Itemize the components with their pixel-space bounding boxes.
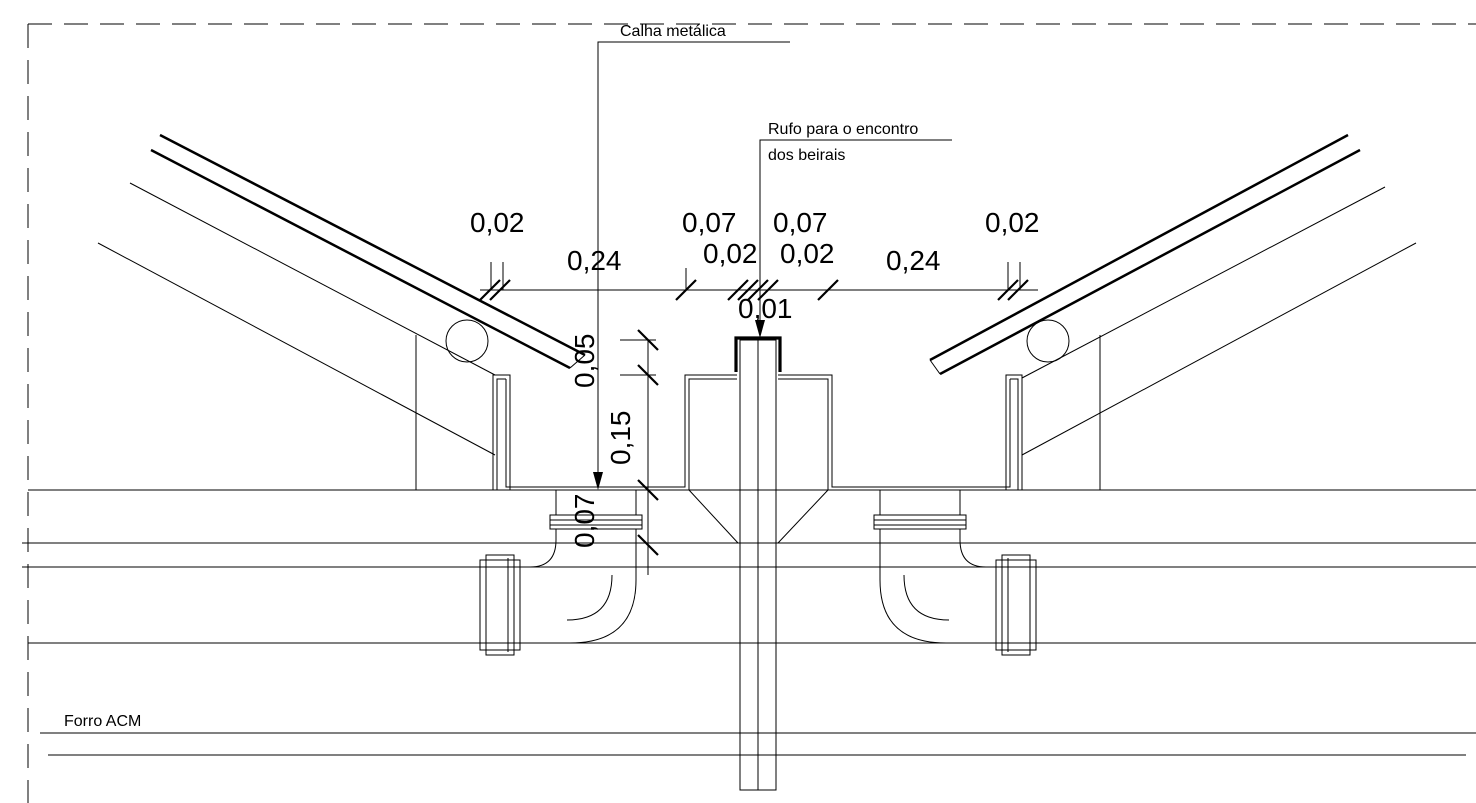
dim-vertical-007: 0,07	[569, 494, 600, 549]
dim-center-001: 0,01	[738, 293, 793, 324]
leader-rufo	[755, 139, 952, 338]
right-roof	[929, 133, 1417, 490]
dim-center-007-right: 0,07	[773, 207, 828, 238]
dim-center-002-left: 0,02	[703, 238, 758, 269]
forro-label: Forro ACM	[64, 713, 141, 730]
vertical-dimension-line	[620, 329, 659, 575]
horizontal-structure-lines	[22, 489, 1476, 756]
dim-center-007-left: 0,07	[682, 207, 737, 238]
dim-top-left-002: 0,02	[470, 207, 525, 238]
rufo-label-line2: dos beirais	[768, 147, 845, 164]
horizontal-dimension-line	[479, 262, 1038, 301]
dim-vertical-015: 0,15	[605, 411, 636, 466]
dim-top-right-002: 0,02	[985, 207, 1040, 238]
dim-right-024: 0,24	[886, 245, 941, 276]
dim-vertical-005: 0,05	[569, 334, 600, 389]
right-drain-pipe	[873, 489, 1037, 656]
central-post-and-flashing	[734, 336, 782, 791]
right-gutter	[777, 374, 1023, 544]
leader-calha	[593, 41, 790, 490]
dim-left-024: 0,24	[567, 245, 622, 276]
calha-label: Calha metálica	[620, 23, 726, 40]
rufo-label-line1: Rufo para o encontro	[768, 121, 918, 138]
left-roof	[97, 133, 586, 490]
left-drain-pipe	[479, 489, 643, 656]
drawing-border	[27, 23, 1476, 803]
dim-center-002-right: 0,02	[780, 238, 835, 269]
